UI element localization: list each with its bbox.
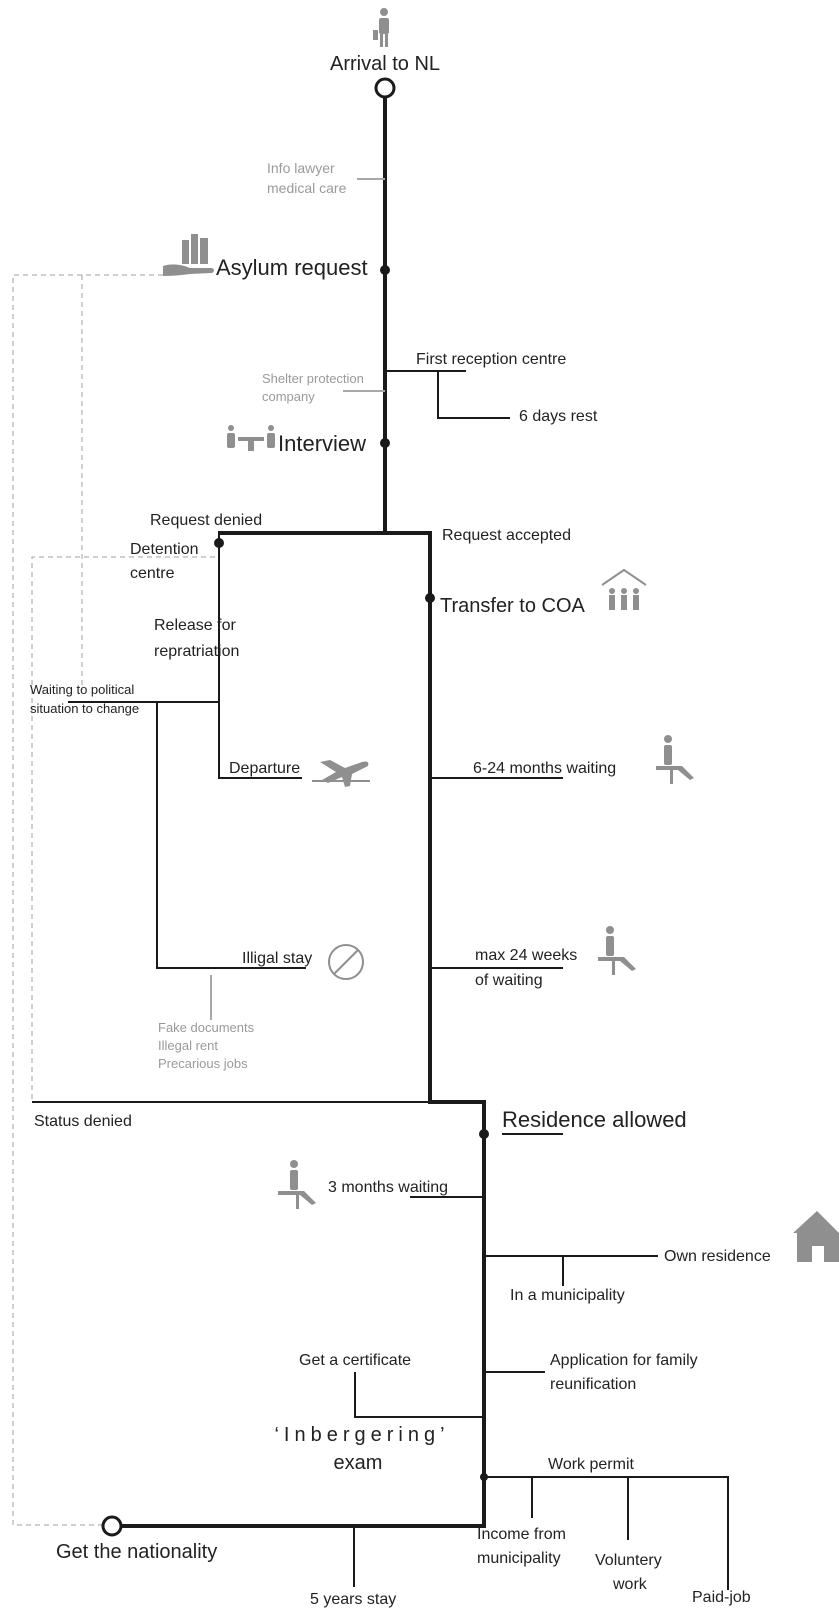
label-nationality: Get the nationality (56, 1541, 217, 1563)
label-income: Income from (477, 1526, 566, 1543)
label-info-lawyer: Info lawyer (267, 160, 335, 176)
label-family: Application for family (550, 1352, 698, 1369)
label-request-denied: Request denied (150, 512, 262, 529)
end-node (101, 1515, 123, 1537)
label-municipality: In a municipality (510, 1287, 625, 1304)
no-entry-icon (328, 944, 364, 980)
gray-connectors (210, 178, 385, 1020)
label-transfer: Transfer to COA (440, 595, 586, 617)
label-interview: Interview (278, 431, 366, 456)
label-residence-allowed: Residence allowed (502, 1107, 687, 1132)
label-illigal-stay: Illigal stay (242, 950, 312, 967)
label-voluntery: Voluntery (595, 1552, 662, 1569)
dashed-path-outer (12, 274, 163, 1526)
family-house-icon (601, 568, 647, 610)
label-departure: Departure (229, 760, 300, 777)
interview-table-icon (227, 425, 275, 451)
label-5-years: 5 years stay (310, 1591, 396, 1608)
label-of-waiting: of waiting (475, 972, 543, 989)
label-six-days: 6 days rest (519, 408, 598, 425)
label-status-denied: Status denied (34, 1113, 132, 1130)
denied-node (214, 538, 224, 548)
label-company: company (262, 389, 315, 404)
label-situation-change: situation to change (30, 701, 139, 716)
label-certificate: Get a certificate (299, 1352, 411, 1369)
label-waiting-political: Waiting to political (30, 682, 134, 697)
work-node (480, 1473, 488, 1481)
label-medical-care: medical care (267, 180, 347, 196)
label-6-24-months: 6-24 months waiting (473, 760, 616, 777)
label-exam: exam (334, 1452, 383, 1474)
person-standing-icon (373, 8, 389, 47)
dashed-return-paths (12, 274, 215, 1526)
label-detention: Detention (130, 541, 199, 558)
label-paid-job: Paid-job (692, 1589, 751, 1606)
label-fake-documents: Fake documents (158, 1020, 255, 1035)
residence-node (479, 1129, 489, 1139)
person-waiting-icon-3 (278, 1160, 316, 1209)
label-max-24: max 24 weeks (475, 947, 577, 964)
label-inbergering: ‘Inbergering’ (274, 1424, 449, 1446)
person-waiting-icon (656, 735, 694, 784)
labels: Arrival to NL Info lawyer medical care A… (30, 53, 771, 1608)
label-illegal-rent: Illegal rent (158, 1038, 218, 1053)
interview-node (380, 438, 390, 448)
label-repatriation: repratriation (154, 643, 239, 660)
start-node (374, 77, 396, 99)
house-icon (793, 1211, 839, 1262)
label-asylum-request: Asylum request (216, 255, 368, 280)
person-waiting-icon-2 (598, 926, 636, 975)
asylum-node (380, 265, 390, 275)
branches (32, 370, 729, 1590)
transfer-node (425, 593, 435, 603)
label-reunification: reunification (550, 1376, 636, 1393)
label-precarious-jobs: Precarious jobs (158, 1056, 248, 1071)
label-work-permit: Work permit (548, 1456, 634, 1473)
label-arrival: Arrival to NL (330, 53, 440, 75)
label-voluntery-work: work (612, 1576, 648, 1593)
airplane-icon (312, 760, 370, 787)
label-release: Release for (154, 617, 236, 634)
label-first-reception: First reception centre (416, 351, 566, 368)
label-income-municipality: municipality (477, 1550, 561, 1567)
label-request-accepted: Request accepted (442, 527, 571, 544)
main-path (118, 95, 486, 1528)
label-shelter: Shelter protection (262, 371, 364, 386)
nodes (101, 77, 489, 1537)
label-3-months: 3 months waiting (328, 1179, 448, 1196)
dashed-path-detention (31, 556, 215, 1102)
label-own-residence: Own residence (664, 1248, 771, 1265)
hand-building-icon (163, 234, 214, 276)
label-centre: centre (130, 565, 175, 582)
